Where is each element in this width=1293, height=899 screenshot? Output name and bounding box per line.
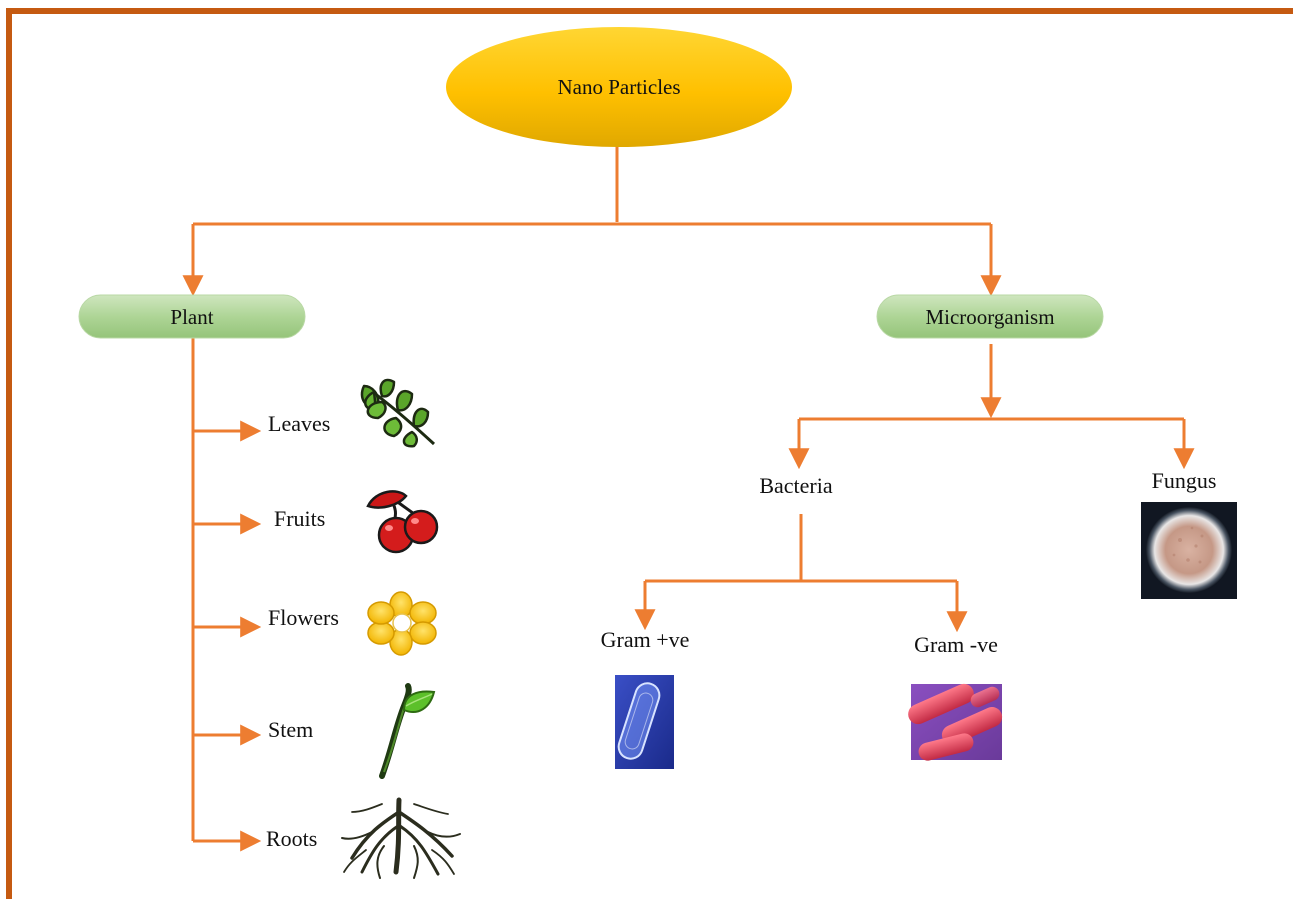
leaves-icon xyxy=(360,378,436,448)
plant-node: Plant xyxy=(78,294,306,339)
gram-positive-label: Gram +ve xyxy=(601,627,690,652)
plant-item-fruits-label: Fruits xyxy=(274,506,325,531)
gram-negative-label: Gram -ve xyxy=(914,632,998,657)
connectors xyxy=(182,145,1195,852)
root-label: Nano Particles xyxy=(557,75,680,99)
fungus-label: Fungus xyxy=(1152,468,1217,493)
plant-item-roots-label: Roots xyxy=(266,826,317,851)
plant-item-flowers-label: Flowers xyxy=(268,605,339,630)
microorganism-pill xyxy=(876,294,1104,339)
root-node: Nano Particles xyxy=(446,27,792,147)
plant-label: Plant xyxy=(170,305,213,329)
microorganism-node: Microorganism xyxy=(876,294,1104,339)
gram-positive-bacterium-image xyxy=(615,675,674,769)
fungus-colony-image xyxy=(1141,502,1237,599)
flower-icon xyxy=(367,591,437,656)
bacteria-label: Bacteria xyxy=(759,473,833,498)
cherries-icon xyxy=(366,490,439,554)
stem-icon xyxy=(379,683,436,779)
roots-icon xyxy=(341,797,461,879)
diagram-frame xyxy=(6,8,1293,899)
plant-pill xyxy=(78,294,306,339)
microorganism-label: Microorganism xyxy=(925,305,1054,329)
plant-item-leaves-label: Leaves xyxy=(268,411,330,436)
gram-negative-bacteria-image xyxy=(908,683,1003,761)
root-ellipse xyxy=(446,27,792,147)
plant-item-stem-label: Stem xyxy=(268,717,313,742)
